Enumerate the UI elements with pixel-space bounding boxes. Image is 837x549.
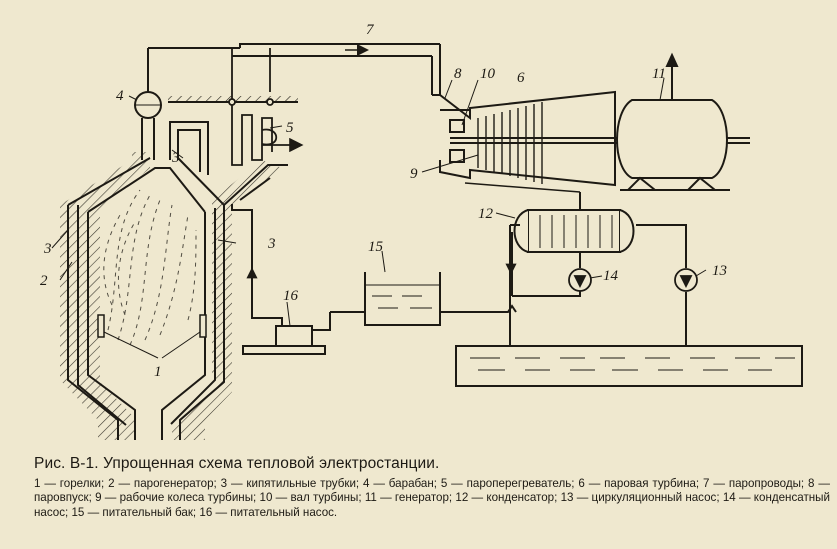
figure-legend: 1 — горелки; 2 — парогенератор; 3 — кипя…	[34, 477, 830, 520]
callout-14: 14	[603, 268, 619, 284]
callout-12: 12	[478, 206, 494, 222]
callout-13: 13	[712, 263, 727, 279]
burner-leaders	[103, 331, 201, 359]
callout-1: 1	[154, 364, 162, 380]
callout-5: 5	[286, 120, 294, 136]
condenser	[513, 192, 635, 253]
downcomer-loop	[169, 121, 209, 175]
callout-9: 9	[410, 166, 418, 182]
steam-pipeline	[232, 43, 441, 95]
legend-item: 3 — кипятильные трубки;	[220, 477, 360, 490]
callout-8: 8	[454, 66, 462, 82]
callout-7: 7	[366, 22, 375, 38]
legend-item: 11 — генератор;	[364, 491, 453, 505]
callout-3-top: 3	[171, 150, 180, 166]
callout-labels: 1 2 3 3 3 4 5 6 7 8 9 10 11 12 13 14 15 …	[40, 22, 727, 380]
callout-2: 2	[40, 273, 48, 289]
cooling-basin	[455, 345, 803, 387]
superheater	[228, 48, 304, 166]
legend-item: 16 — питательный насос.	[199, 505, 338, 519]
thermal-power-plant-diagram: 1 2 3 3 3 4 5 6 7 8 9 10 11 12 13 14 15 …	[40, 22, 803, 440]
steam-drum	[134, 47, 240, 160]
legend-item: 15 — питательный бак;	[71, 505, 197, 519]
legend-item: 14 — конденсатный насос;	[34, 491, 830, 519]
legend-item: 6 — паровая турбина;	[578, 477, 700, 490]
steam-generator	[60, 152, 288, 440]
feed-tank	[330, 272, 517, 326]
callout-10: 10	[480, 66, 496, 82]
legend-item: 5 — пароперегреватель;	[440, 477, 575, 490]
callout-3-right: 3	[267, 236, 276, 252]
callout-15: 15	[368, 239, 384, 255]
callout-4: 4	[116, 88, 124, 104]
basin-water-lines	[470, 357, 795, 371]
callout-3-left: 3	[43, 241, 52, 257]
legend-item: 12 — конденсатор;	[455, 491, 558, 505]
pumps	[568, 268, 698, 292]
feed-pump	[231, 204, 331, 355]
legend-item: 10 — вал турбины;	[259, 491, 362, 505]
callout-leaders	[51, 77, 707, 327]
legend-item: 4 — барабан;	[363, 477, 437, 490]
legend-item: 1 — горелки;	[34, 477, 105, 490]
legend-item: 2 — парогенератор;	[108, 477, 217, 490]
callout-11: 11	[652, 66, 666, 82]
callout-6: 6	[517, 70, 525, 86]
figure-caption: Рис. В-1. Упрощенная схема тепловой элек…	[34, 455, 440, 472]
legend-item: 7 — паропроводы;	[703, 477, 805, 490]
water-piping	[505, 224, 687, 348]
legend-item: 9 — рабочие колеса турбины;	[95, 491, 257, 505]
legend-item: 13 — циркуляционный насос;	[560, 491, 720, 505]
legend-item: 8 — паровпуск;	[34, 477, 830, 505]
furnace-flames	[103, 189, 197, 346]
callout-16: 16	[283, 288, 299, 304]
generator	[616, 52, 730, 191]
burners	[97, 314, 207, 338]
